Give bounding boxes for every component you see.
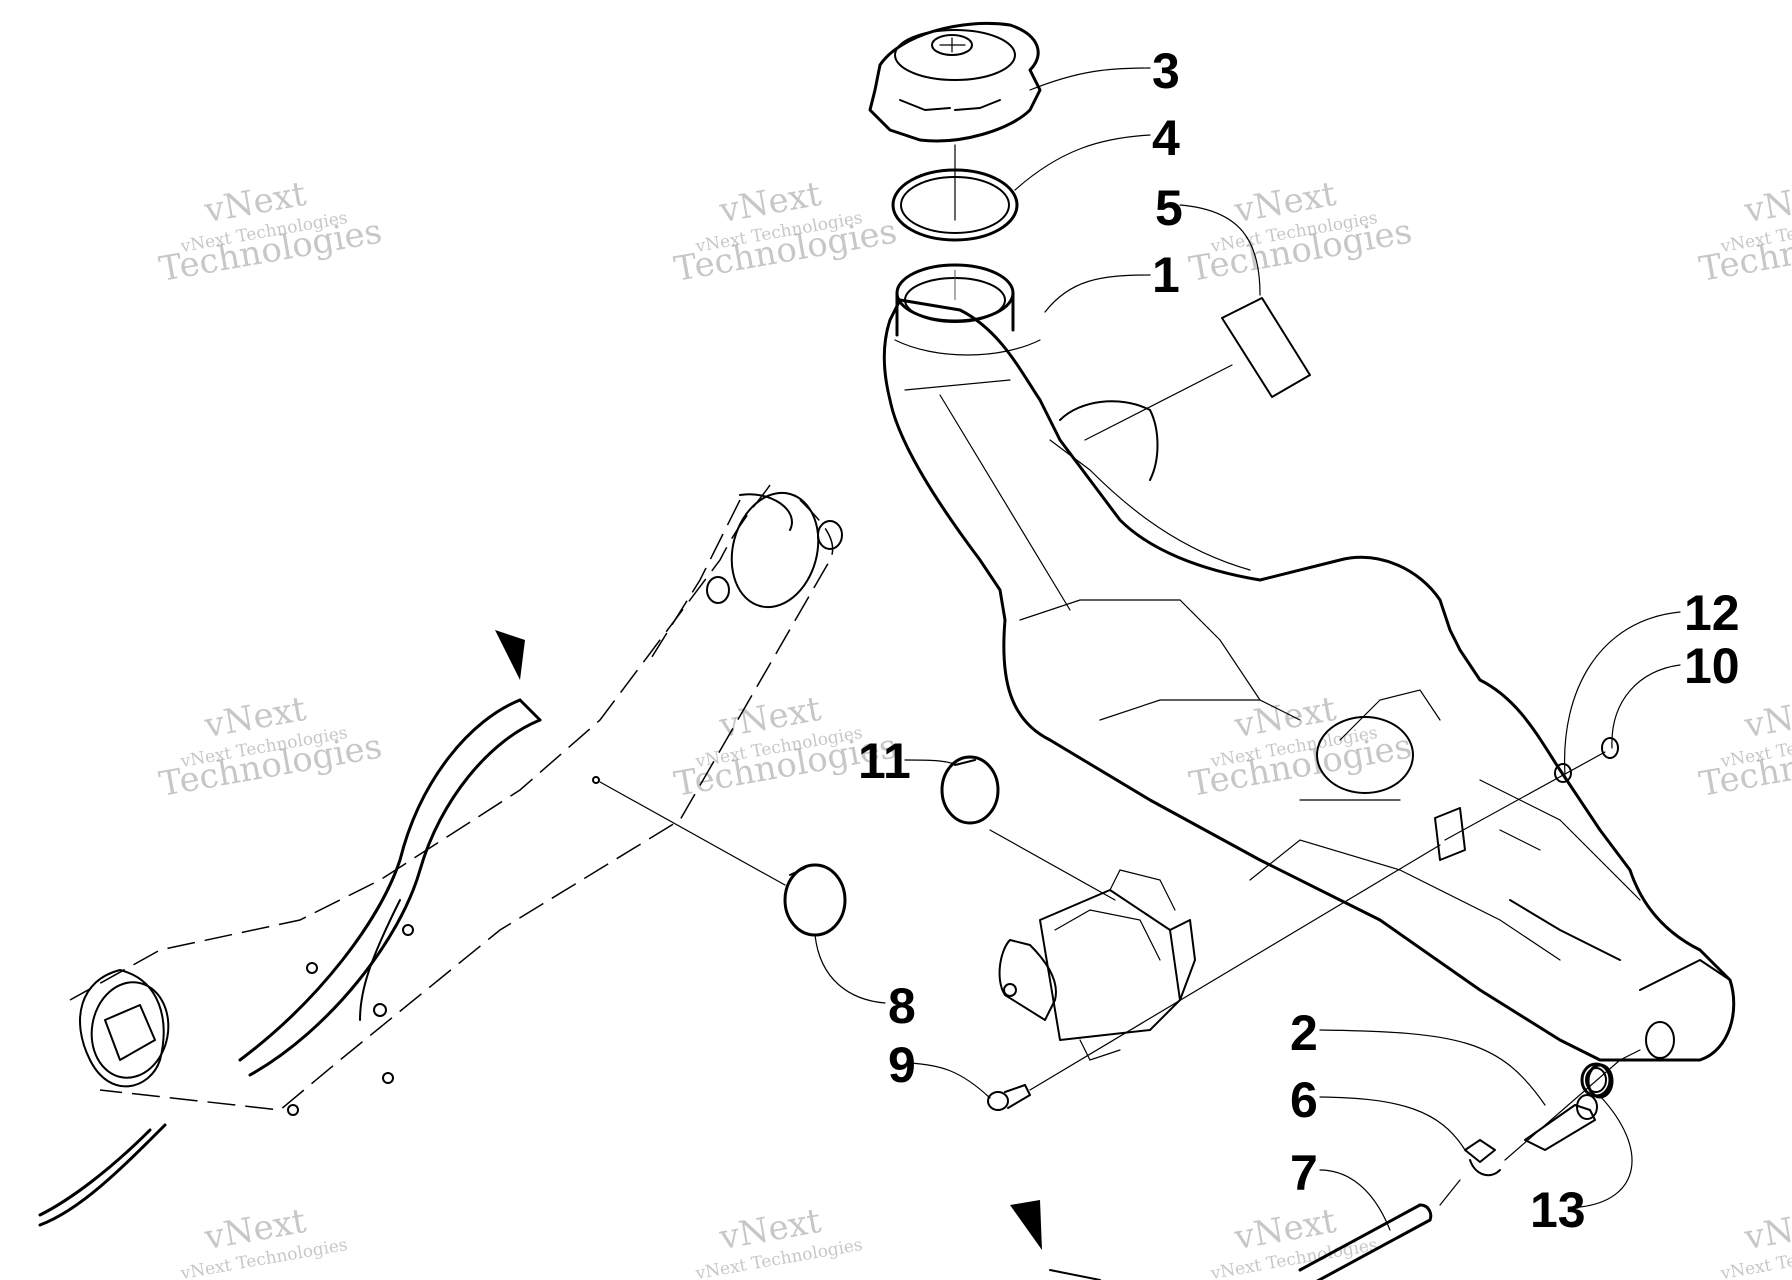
watermark: vNext vNext Technologies Technologies	[1186, 689, 1415, 805]
part-label-9: 9	[888, 1037, 916, 1093]
part-label-8: 8	[888, 978, 916, 1034]
hose-left	[38, 630, 542, 1227]
watermark: vNext vNext Technologies	[1718, 1201, 1792, 1280]
watermark: vNext vNext Technologies	[693, 1201, 864, 1280]
part-label-3: 3	[1152, 43, 1180, 99]
part-label-7: 7	[1290, 1145, 1318, 1201]
svg-text:vNext: vNext	[1741, 174, 1792, 231]
part-label-12: 12	[1684, 585, 1740, 641]
part-label-1: 1	[1152, 247, 1180, 303]
part-label-4: 4	[1152, 110, 1180, 166]
part-label-5: 5	[1155, 180, 1183, 236]
part-label-11: 11	[858, 733, 911, 789]
fuel-pump	[989, 829, 1196, 1061]
watermark: vNext vNext Technologies Technologies	[1186, 174, 1415, 290]
part-label-6: 6	[1290, 1072, 1318, 1128]
part-label-group: 1 2 3 4 5 6 7 8 9 10 11 12 13	[858, 43, 1740, 1238]
watermark: vNext vNext Technologies Technologies	[156, 174, 385, 290]
arrow-marker	[1010, 1200, 1042, 1250]
watermark: vNext vNext Technologies Technologies	[1696, 689, 1792, 805]
part-label-10: 10	[1684, 638, 1740, 694]
decal	[1084, 297, 1311, 441]
hose-clamp-8	[599, 781, 847, 937]
watermark: vNext vNext Technologies	[1208, 1201, 1379, 1280]
watermark: vNext vNext Technologies Technologies	[671, 174, 900, 290]
outlet-fitting	[1010, 1049, 1641, 1280]
part-label-2: 2	[1290, 1005, 1318, 1061]
screw	[987, 844, 1441, 1111]
washer-and-nut	[1444, 737, 1619, 841]
part-label-13: 13	[1530, 1182, 1586, 1238]
arrow-marker	[495, 630, 525, 680]
watermark: vNext vNext Technologies Technologies	[156, 689, 385, 805]
leader-lines	[814, 67, 1681, 1231]
svg-text:vNext: vNext	[1741, 689, 1792, 746]
watermark-group: vNext vNext Technologies Technologies vN…	[156, 174, 1792, 1280]
hose-clamp-11	[940, 755, 1000, 825]
watermark: vNext vNext Technologies	[178, 1201, 349, 1280]
svg-text:vNext: vNext	[1741, 1201, 1792, 1258]
watermark: vNext vNext Technologies Technologies	[1696, 174, 1792, 290]
fuel-tank	[882, 263, 1736, 1062]
fuel-cap	[868, 21, 1042, 143]
frame-outline	[69, 484, 843, 1116]
cap-gasket	[891, 144, 1019, 242]
